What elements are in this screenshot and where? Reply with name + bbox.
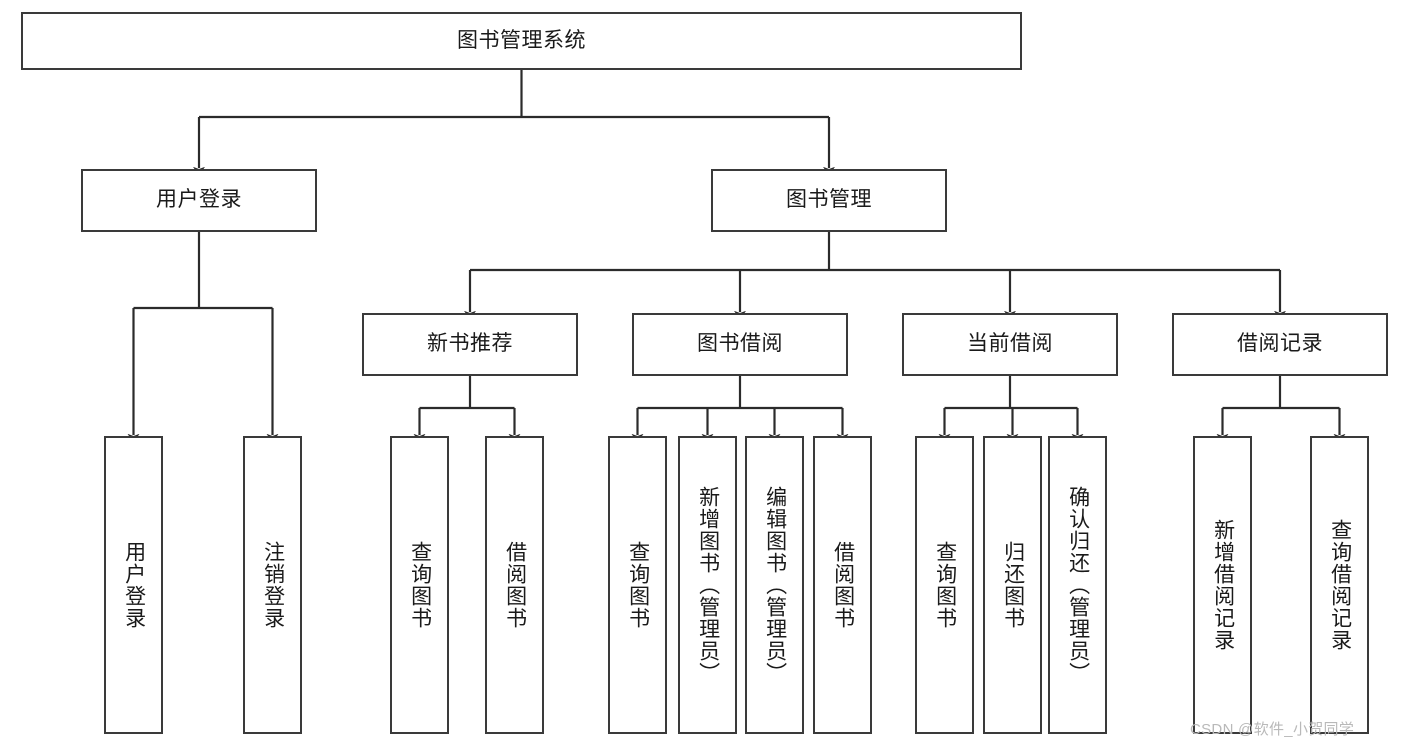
node-borrow-record[interactable]: 借阅记录 — [1172, 313, 1388, 376]
node-leaf-cb-confirm[interactable]: 确认归还（管理员） — [1048, 436, 1107, 734]
node-leaf-br-query[interactable]: 查询借阅记录 — [1310, 436, 1369, 734]
node-leaf-cb-query[interactable]: 查询图书 — [915, 436, 974, 734]
node-leaf-bb-add[interactable]: 新增图书（管理员） — [678, 436, 737, 734]
node-label: 确认归还（管理员） — [1066, 486, 1090, 684]
node-leaf-bb-borrow[interactable]: 借阅图书 — [813, 436, 872, 734]
node-label: 注销登录 — [261, 541, 285, 629]
node-label: 新增借阅记录 — [1211, 519, 1235, 651]
node-label: 编辑图书（管理员） — [763, 486, 787, 684]
node-label: 当前借阅 — [967, 332, 1053, 356]
node-label: 查询图书 — [408, 541, 432, 629]
node-label: 用户登录 — [122, 541, 146, 629]
node-label: 新增图书（管理员） — [696, 486, 720, 684]
node-leaf-rec-query[interactable]: 查询图书 — [390, 436, 449, 734]
watermark-label: CSDN @软件_小贺同学 — [1190, 721, 1355, 738]
node-label: 借阅记录 — [1237, 332, 1323, 356]
node-label: 查询图书 — [933, 541, 957, 629]
node-leaf-cb-return[interactable]: 归还图书 — [983, 436, 1042, 734]
node-label: 新书推荐 — [427, 332, 513, 356]
node-label: 用户登录 — [156, 188, 242, 212]
node-label: 查询图书 — [626, 541, 650, 629]
node-current-borrow[interactable]: 当前借阅 — [902, 313, 1118, 376]
node-label: 图书借阅 — [697, 332, 783, 356]
node-leaf-br-add[interactable]: 新增借阅记录 — [1193, 436, 1252, 734]
node-book-manage[interactable]: 图书管理 — [711, 169, 947, 232]
node-leaf-rec-borrow[interactable]: 借阅图书 — [485, 436, 544, 734]
node-label: 借阅图书 — [503, 541, 527, 629]
node-leaf-user-login[interactable]: 用户登录 — [104, 436, 163, 734]
node-label: 图书管理系统 — [457, 28, 586, 52]
node-label: 归还图书 — [1001, 541, 1025, 629]
node-root[interactable]: 图书管理系统 — [21, 12, 1022, 70]
node-user-login[interactable]: 用户登录 — [81, 169, 317, 232]
node-new-book-rec[interactable]: 新书推荐 — [362, 313, 578, 376]
node-label: 借阅图书 — [831, 541, 855, 629]
node-label: 查询借阅记录 — [1328, 519, 1352, 651]
node-leaf-bb-edit[interactable]: 编辑图书（管理员） — [745, 436, 804, 734]
node-label: 图书管理 — [786, 188, 872, 212]
node-leaf-bb-query[interactable]: 查询图书 — [608, 436, 667, 734]
node-leaf-logout[interactable]: 注销登录 — [243, 436, 302, 734]
node-book-borrow[interactable]: 图书借阅 — [632, 313, 848, 376]
